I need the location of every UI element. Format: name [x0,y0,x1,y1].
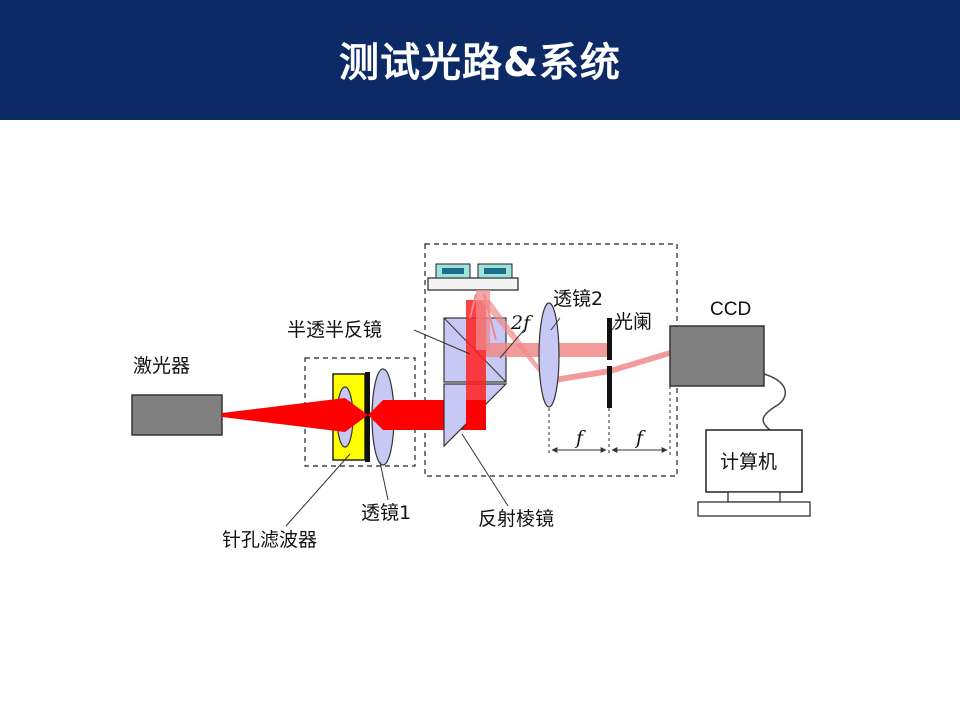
aperture-top [607,318,612,360]
beam-ray-down [483,293,497,341]
label-f1: f [574,427,586,449]
leader-lens2 [550,317,561,331]
computer-neck [727,491,781,503]
beam-focus [345,398,368,432]
title-bar: 测试光路&系统 [0,0,960,120]
leader-2f [499,329,525,359]
ccd-box [669,325,765,387]
leader-aperture [611,317,621,331]
leader-lens1 [379,461,389,501]
leader-pinhole [285,453,351,527]
label-prism: 反射棱镜 [478,508,554,530]
aperture-bottom [607,366,612,408]
label-aperture: 光阑 [614,311,652,333]
label-lens1: 透镜1 [361,502,411,524]
beam-prism-turn [466,400,486,430]
computer-base [697,501,811,517]
computer-monitor [705,429,803,493]
label-lens2: 透镜2 [553,288,603,310]
ccd-cable [762,373,786,431]
beam-to-lens1 [368,400,383,430]
sample-chip-left-inner [442,268,464,274]
leader-prism [461,433,509,507]
beam-ray-up [469,293,477,319]
page-title: 测试光路&系统 [339,40,621,86]
beam-laser-out [222,398,345,432]
label-pinhole-filter: 针孔滤波器 [222,529,317,551]
beam-to-ccd [548,350,670,384]
label-laser: 激光器 [133,355,190,377]
label-2f: 2f [510,312,533,334]
label-beamsplitter: 半透半反镜 [287,319,382,341]
laser-box [131,394,223,436]
sample-stage [427,277,519,291]
beam-return-vertical [476,290,490,350]
pinhole-plate [365,372,370,462]
label-computer: 计算机 [720,451,777,473]
lens2 [538,302,560,408]
sample-chip-right-inner [484,268,506,274]
main-enclosure [424,243,678,477]
leader-beamsplitter [413,329,471,355]
label-ccd: CCD [710,299,751,320]
label-f2: f [634,427,646,449]
